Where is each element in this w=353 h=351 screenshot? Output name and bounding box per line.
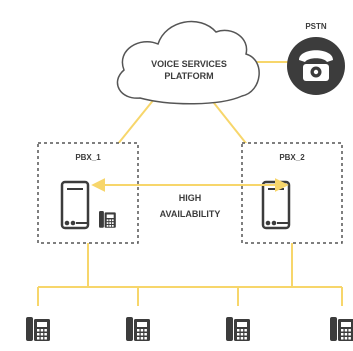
- pbx2-label: PBX_2: [279, 153, 305, 162]
- desk-phone-icon: [99, 211, 116, 228]
- pstn-label: PSTN: [305, 22, 327, 31]
- pbx1-node: PBX_1: [37, 142, 139, 244]
- server-icon: [60, 180, 90, 230]
- cloud-label-line2: PLATFORM: [164, 71, 213, 81]
- phone-bus: [37, 243, 343, 306]
- server-icon: [261, 180, 291, 230]
- desk-phone-icon: [330, 317, 353, 341]
- ha-label-line2: AVAILABILITY: [160, 209, 221, 219]
- telephone-icon: [287, 37, 345, 95]
- desk-phone-icon: [226, 317, 250, 341]
- desk-phone-icon: [126, 317, 150, 341]
- voice-services-cloud: VOICE SERVICES PLATFORM: [116, 20, 260, 105]
- ha-label-line1: HIGH: [179, 193, 202, 203]
- desk-phone-icon: [26, 317, 50, 341]
- pbx2-node: PBX_2: [241, 142, 343, 244]
- cloud-label-line1: VOICE SERVICES: [151, 59, 227, 69]
- pbx1-label: PBX_1: [75, 153, 101, 162]
